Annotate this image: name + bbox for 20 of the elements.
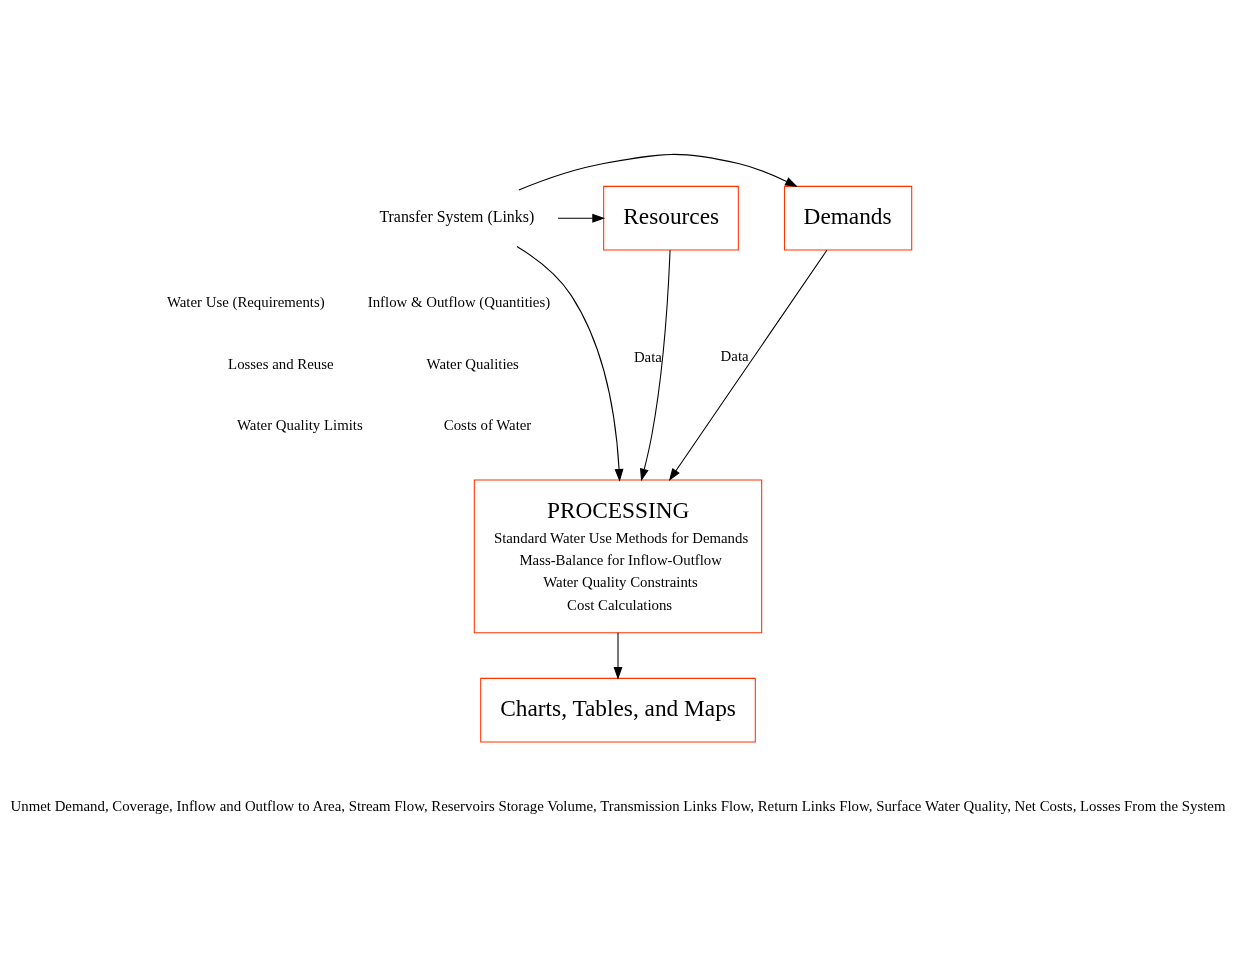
arrow bbox=[518, 153, 798, 191]
label: Losses and Reuse bbox=[228, 355, 334, 372]
edge-label: Data bbox=[633, 348, 662, 365]
node-box: Demands bbox=[783, 185, 913, 251]
label: Water Qualities bbox=[426, 355, 519, 372]
arrow bbox=[640, 249, 671, 482]
label: Costs of Water bbox=[443, 417, 532, 434]
node-box: PROCESSING Standard Water Use Methods for Demands Mass-Balance for Inflow-Outflow Water Quality Constraints Cost Calculations bbox=[473, 479, 763, 634]
node-label: Unmet Demand, Coverage, Inflow and Outflow to Area, Stream Flow, Reservoirs Storage Volume, Transmission Links Flow, Return Links Flow, Surface Water Quality, Net Costs, Losses From the System bbox=[10, 797, 1226, 814]
edge-label: Data bbox=[720, 347, 749, 364]
node-text: Transfer System (Links) bbox=[379, 208, 535, 226]
label: Inflow & Outflow (Quantities) bbox=[367, 294, 551, 311]
node-box: Resources bbox=[603, 185, 739, 251]
arrow bbox=[516, 245, 624, 482]
arrow bbox=[668, 249, 828, 482]
arrow bbox=[557, 213, 606, 223]
node-box: Charts, Tables, and Maps bbox=[480, 677, 756, 743]
label: Water Use (Requirements) bbox=[166, 294, 325, 311]
label: Water Quality Limits bbox=[237, 417, 363, 434]
arrow bbox=[613, 632, 623, 680]
